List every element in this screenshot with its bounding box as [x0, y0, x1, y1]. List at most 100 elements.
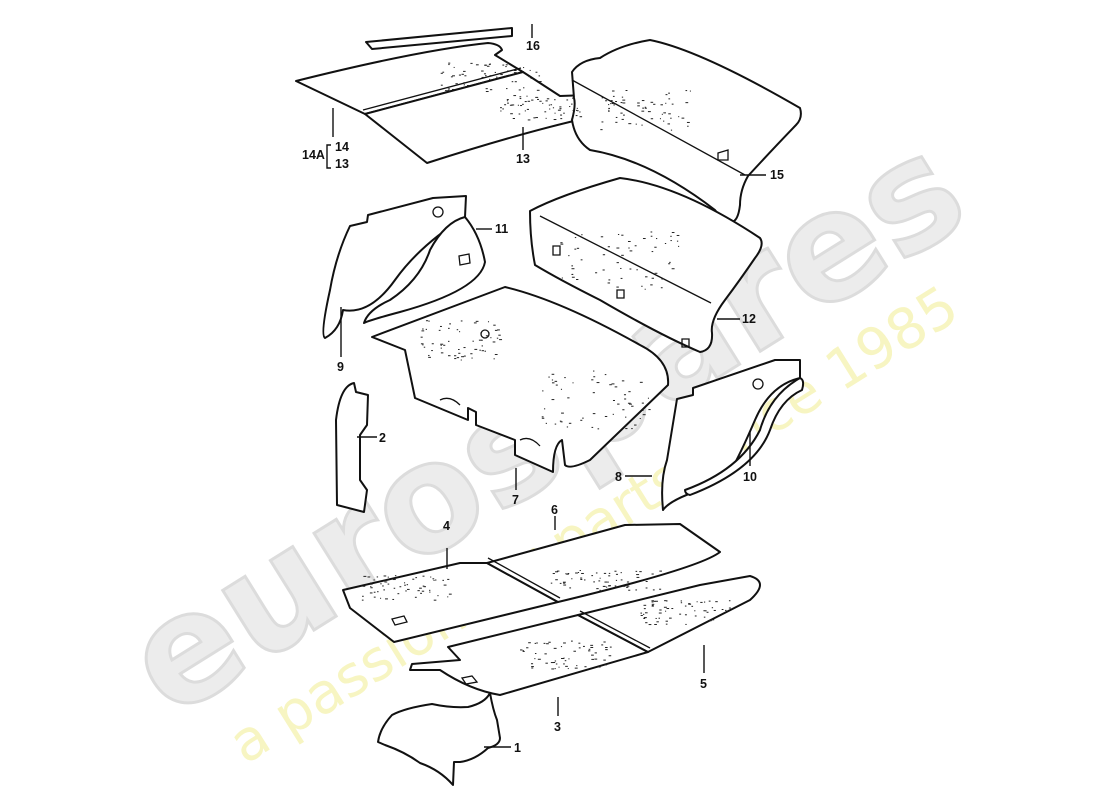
speckle — [493, 358, 495, 360]
speckle — [369, 592, 373, 594]
speckle — [506, 88, 508, 90]
speckle — [373, 579, 375, 581]
callout-9[interactable]: 9 — [337, 360, 344, 374]
speckle — [607, 581, 609, 583]
speckle — [642, 107, 644, 109]
speckle — [678, 116, 680, 118]
speckle — [534, 642, 537, 644]
speckle — [636, 576, 640, 578]
speckle — [665, 102, 667, 104]
part-7-floor-tray[interactable] — [371, 286, 670, 473]
callout-4[interactable]: 4 — [443, 519, 450, 533]
speckle — [570, 118, 573, 120]
callout-13-kit[interactable]: 13 — [335, 157, 349, 171]
speckle — [517, 72, 519, 74]
callout-6[interactable]: 6 — [551, 503, 558, 517]
speckle — [519, 96, 522, 98]
speckle — [448, 62, 451, 64]
speckle — [420, 592, 423, 594]
speckle — [575, 572, 578, 574]
speckle — [576, 107, 578, 109]
speckle — [392, 579, 396, 581]
callout-14[interactable]: 14 — [335, 140, 349, 154]
callout-1[interactable]: 1 — [514, 741, 521, 755]
speckle — [443, 584, 447, 586]
speckle — [581, 234, 583, 236]
part-16-panel[interactable] — [571, 39, 802, 223]
speckle — [645, 580, 648, 582]
speckle — [421, 590, 425, 592]
speckle — [576, 665, 578, 667]
part-2-panel[interactable] — [335, 382, 369, 513]
callout-14a[interactable]: 14A — [302, 148, 325, 162]
part-14-panel[interactable] — [295, 42, 524, 115]
speckle — [559, 108, 562, 110]
speckle — [666, 608, 670, 610]
speckle — [580, 578, 583, 580]
speckle — [472, 340, 474, 342]
speckle — [405, 590, 407, 592]
callout-12[interactable]: 12 — [742, 312, 756, 326]
speckle — [625, 428, 628, 430]
callout-10[interactable]: 10 — [743, 470, 757, 484]
speckle — [425, 320, 429, 322]
speckle — [626, 581, 630, 583]
speckle — [562, 581, 566, 583]
speckle — [380, 583, 382, 585]
speckle — [628, 391, 631, 393]
speckle — [526, 95, 528, 97]
callout-8[interactable]: 8 — [615, 470, 622, 484]
speckle — [593, 370, 595, 372]
speckle — [571, 578, 573, 580]
speckle — [617, 403, 620, 405]
part-12-bulkhead[interactable] — [529, 177, 763, 353]
part-10-arch-trim[interactable] — [684, 377, 805, 496]
speckle — [627, 240, 631, 242]
speckle — [608, 107, 610, 109]
callout-11[interactable]: 11 — [495, 222, 508, 236]
speckle — [565, 573, 567, 575]
speckle — [373, 591, 376, 593]
speckle — [421, 330, 425, 332]
speckle — [553, 661, 556, 663]
speckle — [685, 623, 687, 625]
speckle — [644, 107, 647, 109]
part-9-side-panel[interactable] — [322, 195, 467, 339]
speckle — [376, 576, 379, 578]
speckle — [671, 232, 675, 234]
speckle — [431, 343, 434, 345]
speckle — [447, 340, 450, 342]
speckle — [507, 102, 509, 104]
part-15-strip[interactable] — [365, 27, 513, 50]
speckle — [676, 240, 679, 242]
callout-15[interactable]: 16 — [526, 39, 540, 53]
speckle — [535, 117, 538, 119]
part-6-floor-panel[interactable] — [486, 523, 721, 603]
speckle — [625, 90, 628, 92]
speckle — [568, 255, 570, 257]
part-1-carpet[interactable] — [377, 692, 501, 786]
callout-5[interactable]: 5 — [700, 677, 707, 691]
speckle — [567, 397, 570, 399]
speckle — [489, 89, 493, 91]
speckle — [574, 237, 577, 239]
speckle — [639, 418, 641, 420]
speckle — [448, 593, 452, 595]
part-5-floor-panel[interactable] — [577, 575, 761, 653]
speckle — [463, 82, 465, 84]
speckle — [470, 62, 473, 64]
speckle — [660, 287, 663, 289]
callout-13[interactable]: 13 — [516, 152, 530, 166]
callout-16[interactable]: 15 — [770, 168, 784, 182]
part-11-arch-panel[interactable] — [363, 216, 486, 324]
callout-2[interactable]: 2 — [379, 431, 386, 445]
speckle — [612, 413, 614, 415]
speckle — [571, 103, 573, 105]
callout-7[interactable]: 7 — [512, 493, 519, 507]
speckle — [454, 355, 457, 357]
callout-3[interactable]: 3 — [554, 720, 561, 734]
speckle — [433, 599, 437, 601]
speckle — [564, 660, 567, 662]
speckle — [670, 117, 672, 119]
part-3-floor-panel[interactable] — [409, 614, 649, 696]
